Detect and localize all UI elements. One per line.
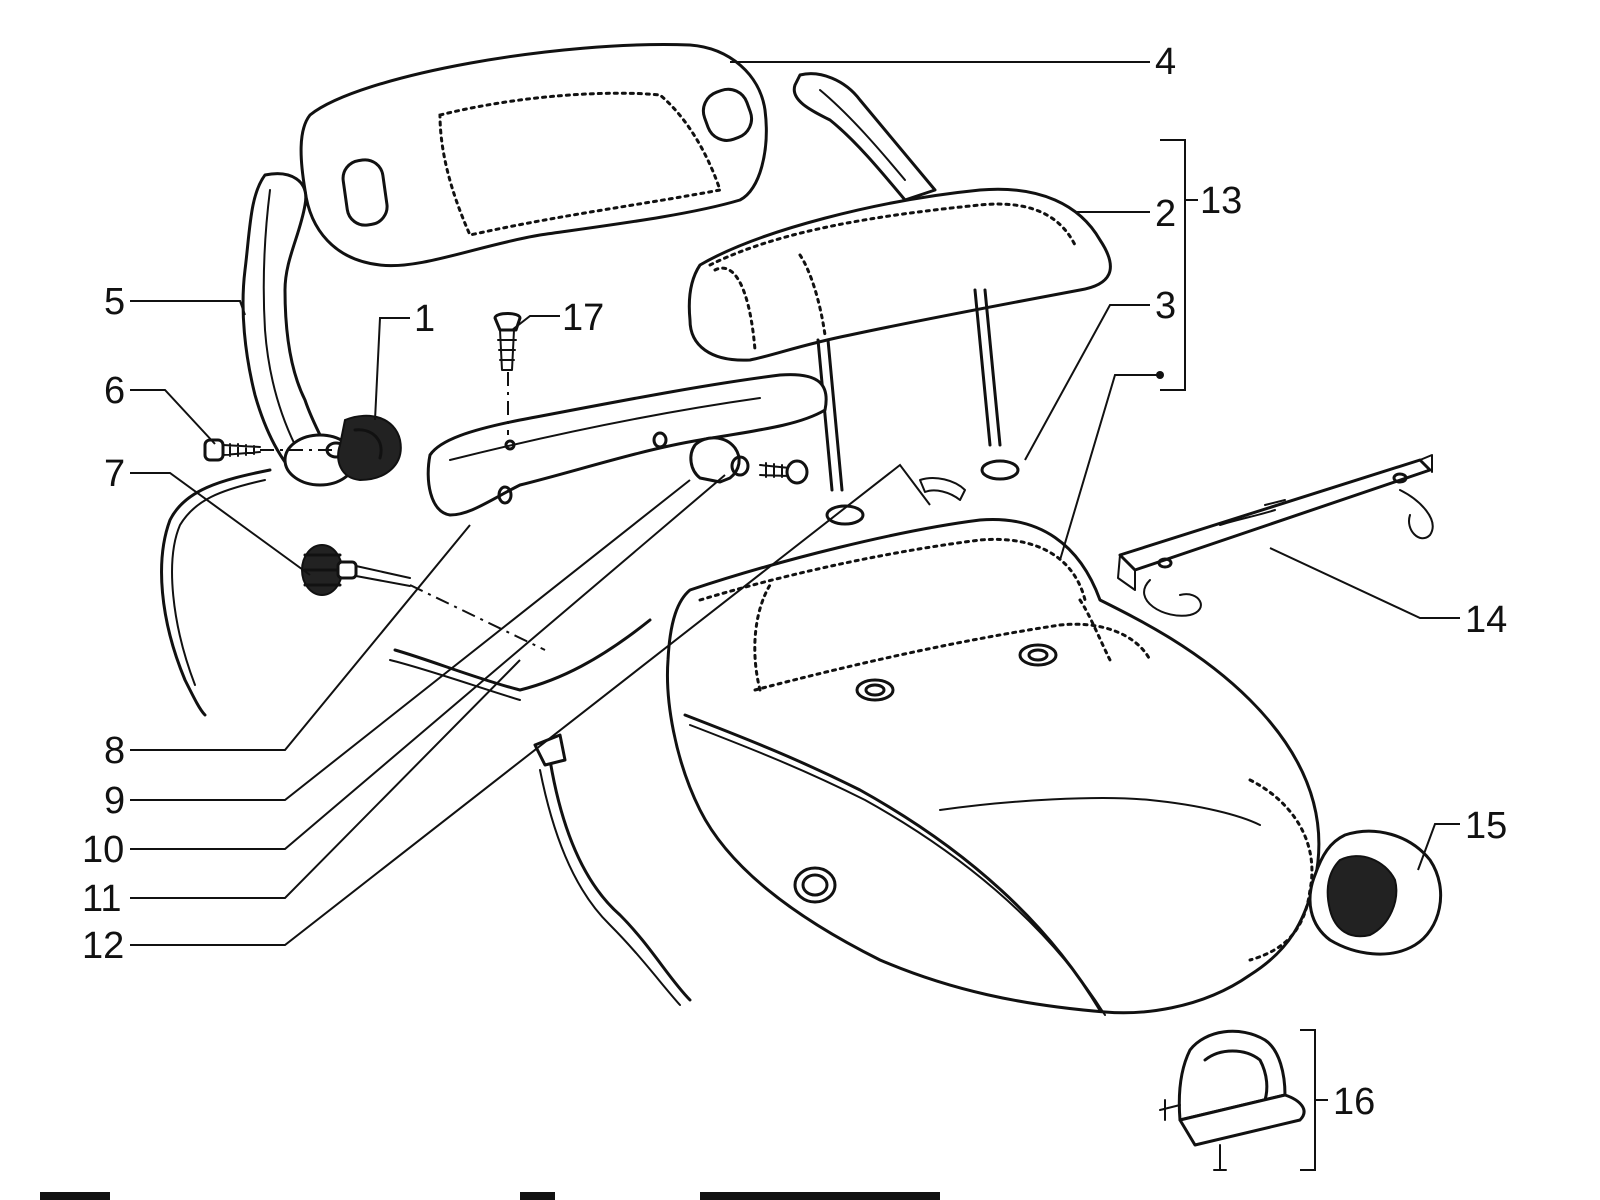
clip-part-9 [689, 436, 750, 484]
rear-cover-part-15 [1308, 829, 1443, 956]
callout-2: 2 [1155, 193, 1176, 235]
hinge-rail-part-14 [1117, 454, 1434, 617]
backrest-pad-part-4 [299, 43, 768, 268]
passenger-backrest-part-2 [687, 187, 1112, 526]
callout-13: 13 [1200, 180, 1242, 222]
callout-6: 6 [104, 370, 125, 412]
callout-labels: 1 2 3 4 5 6 7 8 9 10 11 12 13 14 15 16 1… [82, 41, 1507, 1123]
callout-11: 11 [82, 878, 121, 920]
callout-15: 15 [1465, 805, 1507, 847]
carrier-bracket-part-8 [426, 373, 828, 517]
callout-10: 10 [82, 829, 124, 871]
callout-4: 4 [1155, 41, 1176, 83]
rubber-pad-part-1 [337, 414, 402, 482]
callout-9: 9 [104, 780, 125, 822]
footrest-hook-part-16 [1159, 1029, 1306, 1171]
body-panel-left [160, 468, 692, 1006]
right-grab-handle [792, 72, 937, 202]
knob-part-7 [301, 544, 546, 651]
seat-bracket-part-12 [919, 477, 966, 501]
main-seat [666, 517, 1321, 1016]
callout-5: 5 [104, 281, 125, 323]
callout-17: 17 [562, 297, 604, 339]
bottom-edge-marks [40, 1192, 940, 1200]
callout-8: 8 [104, 730, 125, 772]
callout-16: 16 [1333, 1081, 1375, 1123]
callout-12: 12 [82, 925, 124, 967]
callout-14: 14 [1465, 599, 1507, 641]
callout-3: 3 [1155, 285, 1176, 327]
bolt-part-10 [759, 459, 809, 485]
callout-1: 1 [414, 298, 435, 340]
callout-7: 7 [104, 453, 125, 495]
screw-part-17 [493, 312, 522, 435]
screw-part-6 [203, 438, 336, 462]
leader-lines [130, 61, 1460, 1171]
grab-handle-part-5 [241, 172, 357, 487]
